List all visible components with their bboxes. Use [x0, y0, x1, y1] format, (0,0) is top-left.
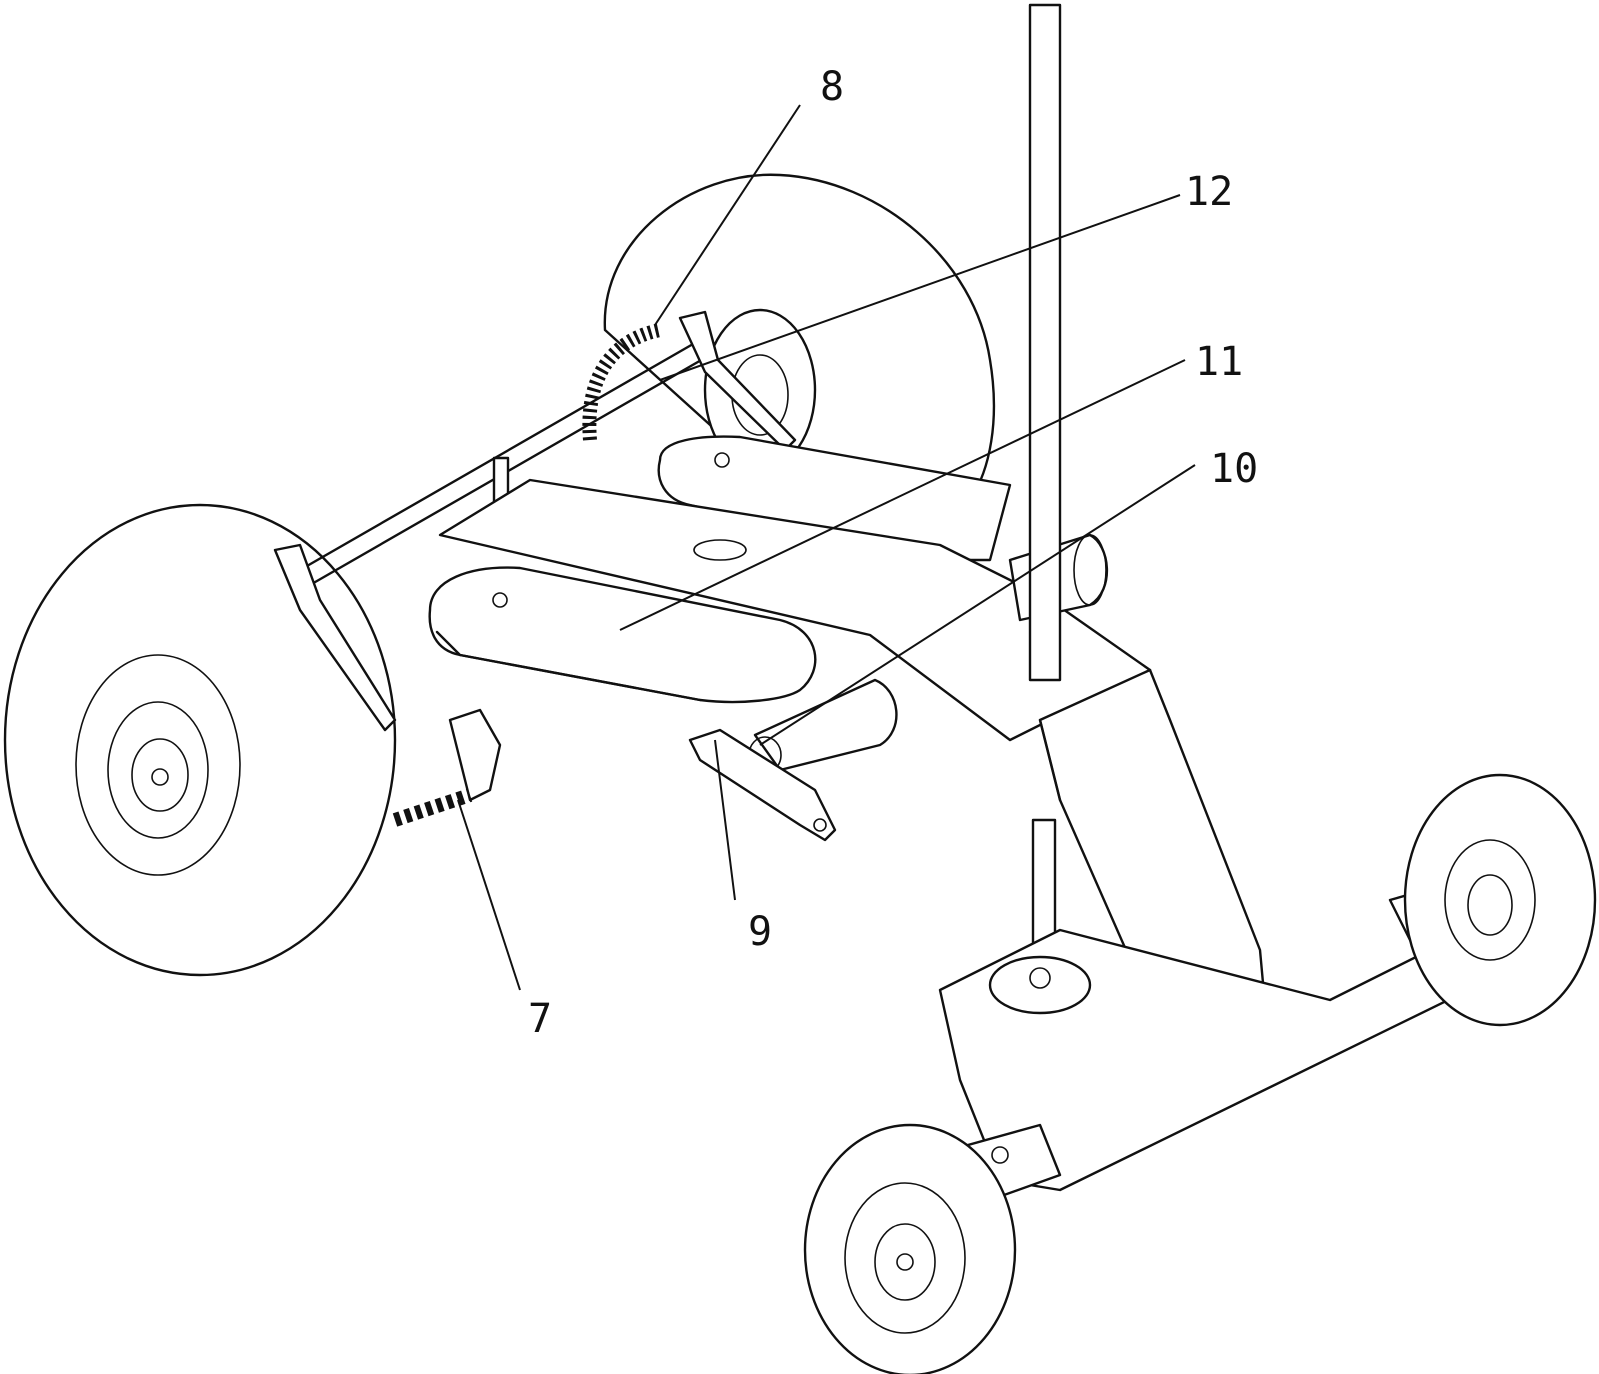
front-right-small-wheel — [1403, 773, 1597, 1027]
leader-lines — [457, 104, 1196, 991]
vertical-pole — [1028, 3, 1062, 972]
label-9: 9 — [748, 909, 772, 955]
lower-seat-plate — [428, 566, 817, 704]
rear-axle — [273, 310, 797, 732]
upper-seat-plate — [657, 435, 1012, 562]
linkage-9 — [688, 728, 837, 842]
reference-numerals: 8 12 11 10 9 7 — [528, 64, 1258, 1042]
coil-spring-8 — [582, 323, 662, 441]
front-left-small-wheel — [803, 1123, 1017, 1374]
label-12: 12 — [1185, 169, 1233, 215]
label-10: 10 — [1210, 446, 1258, 492]
label-7: 7 — [528, 996, 552, 1042]
frame-deck — [438, 478, 1152, 742]
chain-bracket-7 — [392, 708, 502, 827]
label-8: 8 — [820, 64, 844, 110]
label-11: 11 — [1195, 339, 1243, 385]
front-left-large-wheel — [3, 503, 397, 977]
